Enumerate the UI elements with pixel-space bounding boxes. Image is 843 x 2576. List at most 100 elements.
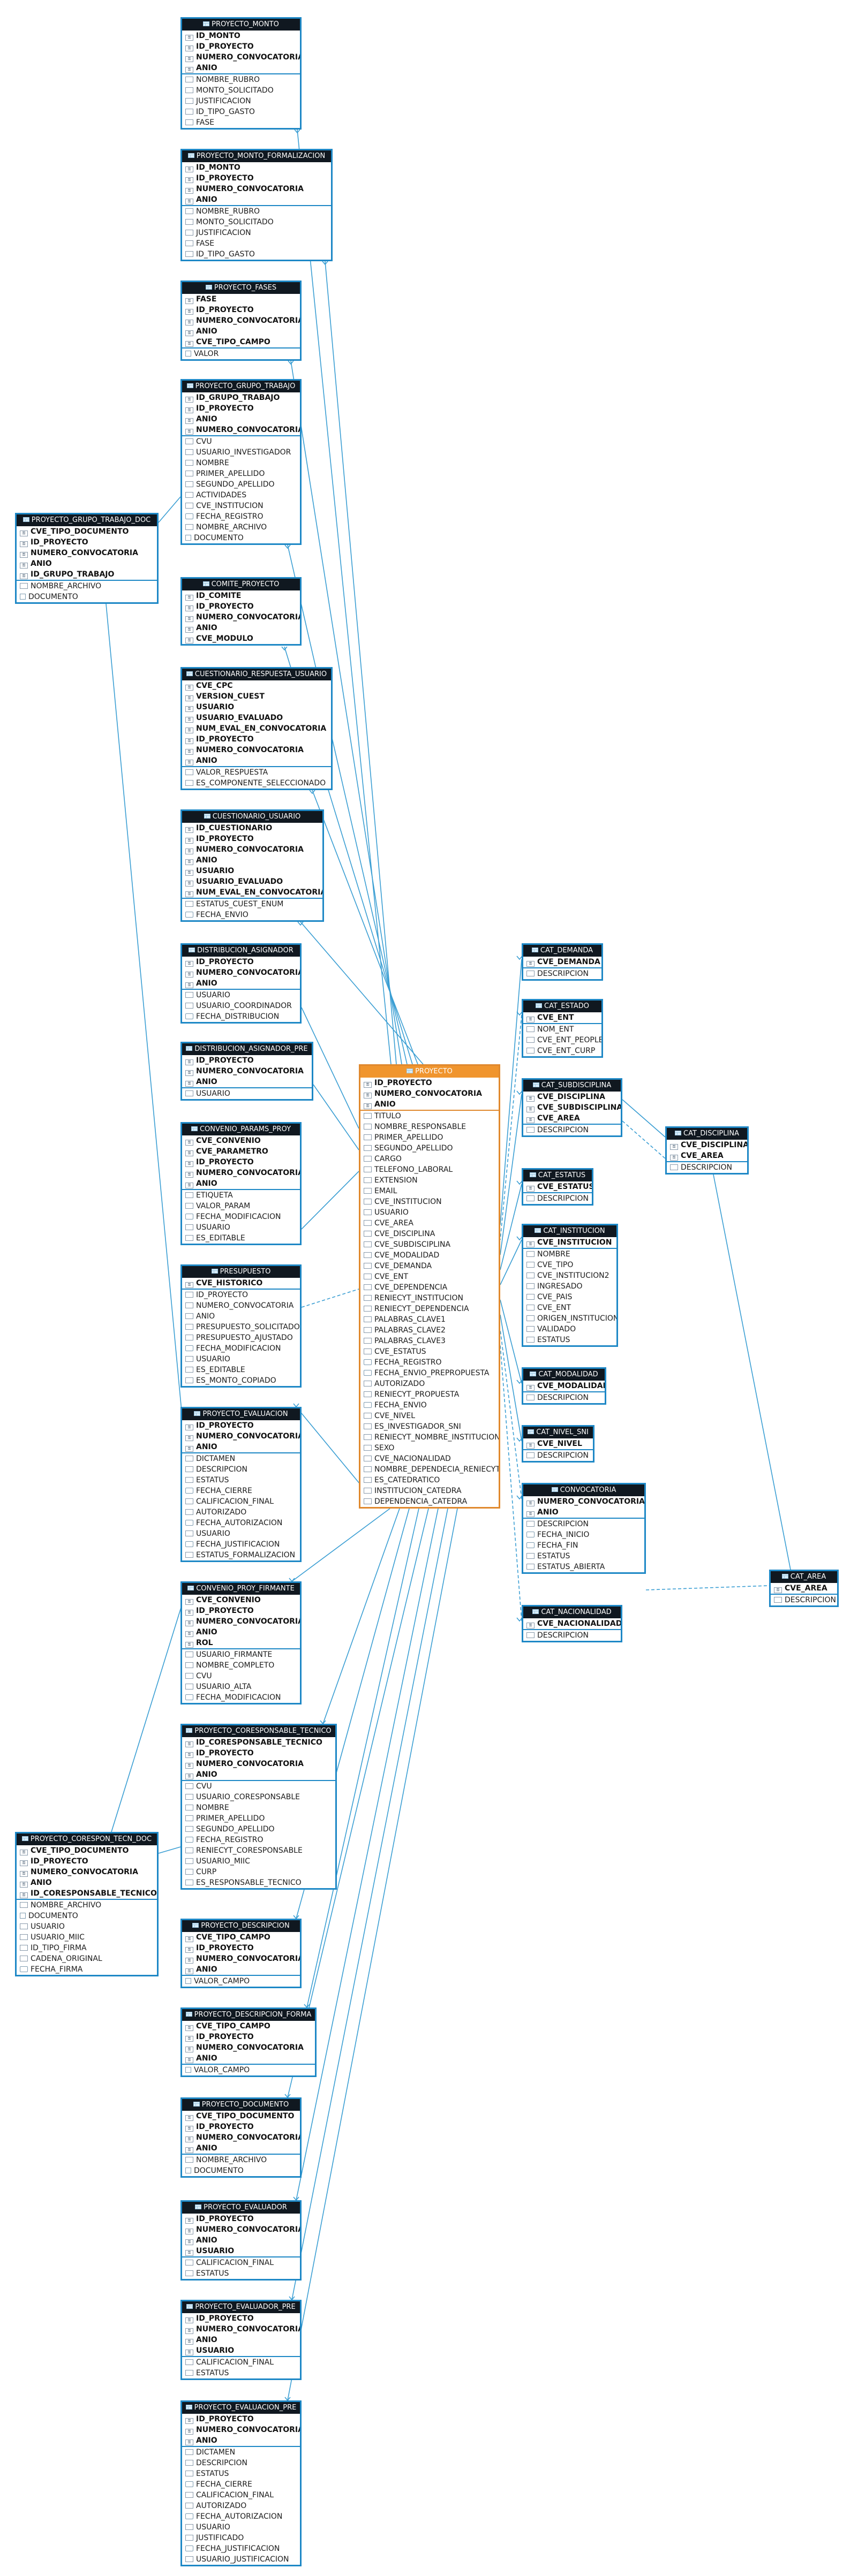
column-row[interactable]: ID_TIPO_GASTO [182,249,331,260]
table-distribucion-asignador-pre[interactable]: DISTRIBUCION_ASIGNADOR_PRE⚿ID_PROYECTO⚿N… [180,1042,313,1101]
column-row[interactable]: CVU [182,435,300,447]
column-row[interactable]: JUSTIFICACION [182,96,300,107]
column-row[interactable]: ES_RESPONSABLE_TECNICO [182,1877,335,1888]
column-row[interactable]: USUARIO_MIIC [182,1856,335,1867]
column-row[interactable]: USUARIO_COORDINADOR [182,1001,300,1011]
column-row[interactable]: FECHA_REGISTRO [360,1357,499,1368]
column-row[interactable]: TELEFONO_LABORAL [360,1164,499,1175]
column-row[interactable]: ⚿USUARIO [182,2246,300,2256]
column-row[interactable]: CALIFICACION_FINAL [182,2490,300,2501]
table-header[interactable]: CAT_SUBDISCIPLINA [523,1080,621,1092]
column-row[interactable]: CVE_AREA [360,1218,499,1229]
column-row[interactable]: CVE_ENT_CURP [523,1045,601,1056]
column-row[interactable]: ⚿ID_PROYECTO [182,173,331,184]
table-header[interactable]: DISTRIBUCION_ASIGNADOR_PRE [182,1043,312,1055]
column-row[interactable]: DESCRIPCION [523,1449,593,1461]
column-row[interactable]: ⚿CVE_TIPO_DOCUMENTO [17,1845,157,1856]
table-header[interactable]: CUESTIONARIO_USUARIO [182,811,322,823]
column-row[interactable]: FECHA_FIRMA [17,1964,157,1975]
column-row[interactable]: EXTENSION [360,1175,499,1186]
table-proyecto[interactable]: PROYECTO⚿ID_PROYECTO⚿NUMERO_CONVOCATORIA… [359,1064,500,1509]
column-row[interactable]: NOM_ENT [523,1023,601,1035]
table-header[interactable]: CAT_NACIONALIDAD [523,1607,621,1618]
column-row[interactable]: ⚿ID_PROYECTO [182,2414,300,2425]
column-row[interactable]: ⚿ROL [182,1638,300,1648]
column-row[interactable]: ⚿USUARIO_EVALUADO [182,713,331,723]
column-row[interactable]: ⚿NUMERO_CONVOCATORIA [182,2425,300,2435]
column-row[interactable]: ⚿USUARIO [182,866,322,876]
column-row[interactable]: ⚿ANIO [182,194,331,205]
column-row[interactable]: ESTATUS_CUEST_ENUM [182,898,322,910]
table-header[interactable]: CUESTIONARIO_RESPUESTA_USUARIO [182,669,331,680]
column-row[interactable]: USUARIO_JUSTIFICACION [182,2554,300,2565]
column-row[interactable]: CVE_ESTATUS [360,1346,499,1357]
column-row[interactable]: ⚿CVE_TIPO_CAMPO [182,2021,315,2032]
column-row[interactable]: PALABRAS_CLAVE2 [360,1325,499,1336]
column-row[interactable]: ⚿NUMERO_CONVOCATORIA [182,2042,315,2053]
column-row[interactable]: DESCRIPCION [523,1629,621,1641]
column-row[interactable]: ⚿CVE_CONVENIO [182,1135,300,1146]
column-row[interactable]: ESTATUS [523,1551,644,1562]
column-row[interactable]: ⚿NUM_EVAL_EN_CONVOCATORIA [182,887,322,898]
column-row[interactable]: ⚿NUMERO_CONVOCATORIA [182,612,300,623]
column-row[interactable]: FECHA_AUTORIZACION [182,2511,300,2522]
column-row[interactable]: ⚿ID_PROYECTO [182,734,331,745]
column-row[interactable]: ES_MONTO_COPIADO [182,1375,300,1386]
table-header[interactable]: PROYECTO_EVALUADOR [182,2202,300,2214]
table-proyecto-fases[interactable]: PROYECTO_FASES⚿FASE⚿ID_PROYECTO⚿NUMERO_C… [180,281,302,361]
column-row[interactable]: FECHA_INICIO [523,1529,644,1540]
column-row[interactable]: ⚿ANIO [182,755,331,766]
column-row[interactable]: CALIFICACION_FINAL [182,2356,300,2368]
column-row[interactable]: ESTATUS_ABIERTA [523,1562,644,1572]
column-row[interactable]: DESCRIPCION [667,1161,747,1173]
column-row[interactable]: ES_EDITABLE [182,1233,300,1244]
column-row[interactable]: ⚿ID_PROYECTO [182,1605,300,1616]
column-row[interactable]: ⚿ID_PROYECTO [182,403,300,414]
column-row[interactable]: FECHA_MODIFICACION [182,1211,300,1222]
table-header[interactable]: PROYECTO_EVALUACION_PRE [182,2402,300,2414]
column-row[interactable]: ES_INVESTIGADOR_SNI [360,1421,499,1432]
column-row[interactable]: ESTATUS [182,2468,300,2479]
column-row[interactable]: NOMBRE_ARCHIVO [17,580,157,592]
table-header[interactable]: CONVOCATORIA [523,1484,644,1496]
column-row[interactable]: ⚿ID_MONTO [182,162,331,173]
column-row[interactable]: ⚿USUARIO_EVALUADO [182,876,322,887]
table-header[interactable]: PROYECTO_GRUPO_TRABAJO_DOC [17,514,157,526]
column-row[interactable]: ⚿CVE_AREA [523,1113,621,1124]
column-row[interactable]: ⚿ANIO [182,1769,335,1780]
column-row[interactable]: ⚿NUMERO_CONVOCATORIA [182,844,322,855]
column-row[interactable]: FECHA_DISTRIBUCION [182,1011,300,1022]
column-row[interactable]: NOMBRE_ARCHIVO [17,1899,157,1911]
column-row[interactable]: NOMBRE_COMPLETO [182,1660,300,1671]
column-row[interactable]: ⚿NUMERO_CONVOCATORIA [360,1088,499,1099]
column-row[interactable]: FECHA_MODIFICACION [182,1343,300,1354]
column-row[interactable]: EMAIL [360,1186,499,1196]
column-row[interactable]: ⚿ID_PROYECTO [182,2122,300,2132]
column-row[interactable]: ⚿CVE_CPC [182,680,331,691]
column-row[interactable]: ⚿NUMERO_CONVOCATORIA [182,2324,300,2335]
column-row[interactable]: ⚿CVE_SUBDISCIPLINA [523,1102,621,1113]
column-row[interactable]: ⚿ANIO [360,1099,499,1110]
column-row[interactable]: ⚿ANIO [182,414,300,425]
column-row[interactable]: CVE_DISCIPLINA [360,1229,499,1239]
table-cuestionario-usuario[interactable]: CUESTIONARIO_USUARIO⚿ID_CUESTIONARIO⚿ID_… [180,809,324,922]
column-row[interactable]: JUSTIFICADO [182,2533,300,2543]
table-header[interactable]: CAT_ESTATUS [523,1170,592,1181]
column-row[interactable]: ⚿ID_PROYECTO [17,1856,157,1867]
table-convenio-proy-firmante[interactable]: CONVENIO_PROY_FIRMANTE⚿CVE_CONVENIO⚿ID_P… [180,1581,302,1704]
column-row[interactable]: DICTAMEN [182,1452,300,1464]
table-header[interactable]: PROYECTO_EVALUACION [182,1408,300,1420]
column-row[interactable]: ⚿ANIO [17,558,157,569]
column-row[interactable]: DESCRIPCION [523,1124,621,1135]
column-row[interactable]: CVE_ENT [360,1271,499,1282]
table-cat-subdisciplina[interactable]: CAT_SUBDISCIPLINA⚿CVE_DISCIPLINA⚿CVE_SUB… [522,1078,622,1137]
table-proyecto-grupo-trabajo[interactable]: PROYECTO_GRUPO_TRABAJO⚿ID_GRUPO_TRABAJO⚿… [180,379,302,545]
table-proyecto-grupo-trabajo-doc[interactable]: PROYECTO_GRUPO_TRABAJO_DOC⚿CVE_TIPO_DOCU… [15,513,159,604]
column-row[interactable]: USUARIO_MIIC [17,1932,157,1943]
column-row[interactable]: NUMERO_CONVOCATORIA [182,1300,300,1311]
column-row[interactable]: DESCRIPCION [182,1464,300,1475]
